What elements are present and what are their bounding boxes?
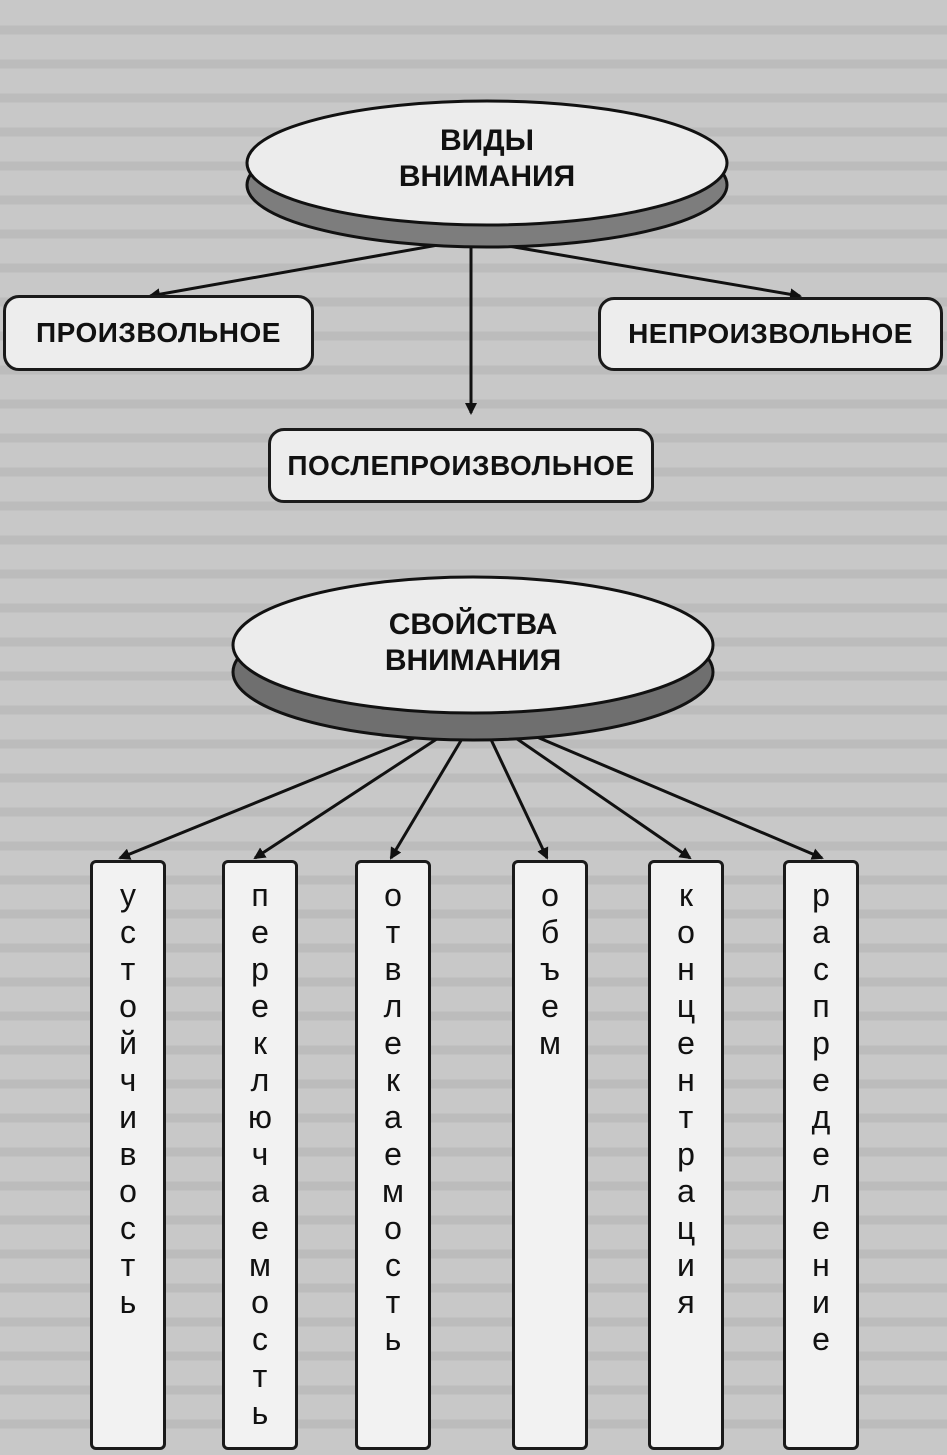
- property-letter: т: [120, 1247, 136, 1283]
- property-letter: т: [252, 1358, 268, 1394]
- property-letter: л: [383, 988, 403, 1024]
- properties-title-line1: СВОЙСТВА: [389, 607, 558, 641]
- property-letter: е: [541, 988, 559, 1024]
- property-letter: е: [384, 1136, 402, 1172]
- property-letter: ь: [119, 1284, 137, 1320]
- property-letter: с: [252, 1321, 268, 1357]
- property-letter: с: [385, 1247, 401, 1283]
- property-letter: о: [677, 914, 695, 950]
- property-letter: е: [812, 1210, 830, 1246]
- property-letter: о: [251, 1284, 269, 1320]
- property-letter: б: [540, 914, 560, 950]
- arrow-to-involuntary: [484, 240, 802, 301]
- types-title-line2: ВНИМАНИЯ: [399, 160, 575, 193]
- involuntary-box: НЕПРОИЗВОЛЬНОЕ: [598, 297, 943, 371]
- property-letter: м: [249, 1247, 271, 1283]
- property-letter: у: [120, 877, 136, 913]
- property-letter: р: [812, 877, 830, 913]
- types-connectors: [148, 240, 802, 415]
- property-letter: н: [812, 1247, 830, 1283]
- property-letter: т: [120, 951, 136, 987]
- property-letter: с: [120, 1210, 136, 1246]
- properties-node: СВОЙСТВА ВНИМАНИЯ: [231, 575, 715, 742]
- property-letter: д: [811, 1099, 831, 1135]
- property-letter: с: [120, 914, 136, 950]
- property-letter: й: [119, 1025, 137, 1061]
- types-title-line1: ВИДЫ: [440, 124, 534, 157]
- property-letter: л: [811, 1173, 831, 1209]
- property-letter: и: [812, 1284, 830, 1320]
- property-letter: к: [386, 1062, 400, 1098]
- property-letter: ц: [676, 988, 696, 1024]
- property-letter: и: [119, 1099, 137, 1135]
- property-letter: к: [253, 1025, 267, 1061]
- property-letter: а: [677, 1173, 695, 1209]
- property-letter: о: [384, 1210, 402, 1246]
- property-letter: е: [812, 1136, 830, 1172]
- property-letter: о: [384, 877, 402, 913]
- property-letter: а: [384, 1099, 402, 1135]
- property-letter: л: [250, 1062, 270, 1098]
- property-letter: е: [384, 1025, 402, 1061]
- property-letter: н: [677, 951, 695, 987]
- property-letter: т: [385, 1284, 401, 1320]
- property-letter: е: [677, 1025, 695, 1061]
- property-letter: е: [812, 1321, 830, 1357]
- types-node: ВИДЫ ВНИМАНИЯ: [245, 99, 729, 249]
- property-letter: ч: [119, 1062, 137, 1098]
- property-letter: р: [251, 951, 269, 987]
- property-letter: к: [678, 877, 693, 913]
- property-letter: н: [677, 1062, 695, 1098]
- post-voluntary-box: ПОСЛЕПРОИЗВОЛЬНОЕ: [268, 428, 654, 503]
- property-letter: о: [119, 988, 137, 1024]
- property-letter: п: [251, 877, 269, 913]
- property-letter: ц: [676, 1210, 696, 1246]
- property-letter: р: [812, 1025, 830, 1061]
- property-letter: а: [812, 914, 830, 950]
- property-letter: а: [251, 1173, 269, 1209]
- property-letter: ю: [248, 1099, 272, 1135]
- property-letter: т: [678, 1099, 694, 1135]
- property-letter: и: [677, 1247, 695, 1283]
- property-letter: м: [382, 1173, 404, 1209]
- property-letter: е: [251, 988, 269, 1024]
- property-letter: е: [251, 1210, 269, 1246]
- property-letter: ь: [384, 1321, 402, 1357]
- properties-title-line2: ВНИМАНИЯ: [385, 644, 561, 677]
- property-letter: м: [539, 1025, 561, 1061]
- property-letter: е: [812, 1062, 830, 1098]
- property-letter: ч: [251, 1136, 269, 1172]
- property-letter: о: [119, 1173, 137, 1209]
- property-letter: р: [677, 1136, 695, 1172]
- property-letter: в: [384, 951, 402, 987]
- property-letter: с: [812, 951, 829, 987]
- voluntary-box: ПРОИЗВОЛЬНОЕ: [3, 295, 314, 371]
- property-letter: е: [251, 914, 269, 950]
- arrow-to-voluntary: [148, 240, 456, 301]
- property-letter: ъ: [540, 951, 560, 987]
- property-letter: я: [677, 1284, 695, 1320]
- property-letter: о: [541, 877, 559, 913]
- property-letter: в: [119, 1136, 137, 1172]
- property-letter: п: [812, 988, 830, 1024]
- property-letter: ь: [251, 1395, 269, 1431]
- property-letter: т: [385, 914, 401, 950]
